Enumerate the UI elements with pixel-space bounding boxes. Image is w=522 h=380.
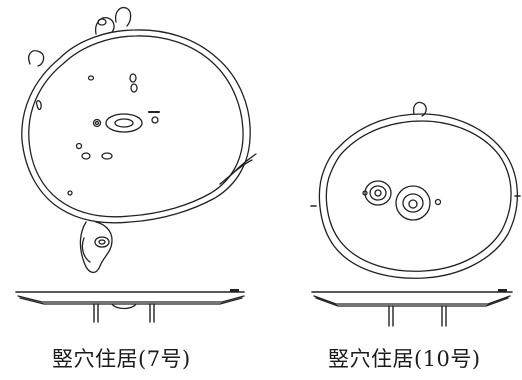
pit-7-south-pit [95,237,109,247]
pit-10-outer-wall [319,114,517,278]
pit-7-inner-wall [29,36,243,217]
pit-10-west-pit-inner [375,190,381,196]
pit-7-section-floor [18,296,244,302]
pit-7-section-marker [230,289,239,292]
pit-7-outer-wall [22,30,250,223]
pit-10-hearth-outer [396,186,430,220]
pit-10-plan [311,102,520,278]
pit-7-post-hole [82,153,90,159]
pit-7-post-hole [96,122,99,125]
pit-10-caption: 竪穴住居(10号) [328,347,481,371]
pit-10-post-hole [363,191,367,195]
pit-7-north-pit [116,8,131,26]
pit-7-section-floor-2 [20,298,242,304]
pit-7-west-pit [37,101,42,110]
pit-7-post-hole [68,191,72,195]
pit-7-section [16,289,244,322]
pit-7-hearth-outer [106,114,142,132]
pit-10-west-pit-middle [370,186,386,200]
pit-7-hearth-section [112,304,136,309]
pit-10-section-marker [498,289,507,292]
pit-7-post-hole [152,117,158,123]
pit-7-hearth-inner [115,119,133,127]
pit-10-inner-wall [326,121,511,271]
pit-7-northwest-lobe [29,51,44,66]
pit-10-section [312,289,512,326]
pit-7-plan [22,8,256,273]
pit-10-section-floor [314,296,510,304]
pit-10-post-hole [436,200,441,205]
pit-7-south-pit-inner [99,240,105,244]
pit-10-section-floor-2 [316,298,508,306]
pit-10-west-pit-outer [365,181,391,205]
pit-7-post-hole [94,120,101,127]
pit-7-east-trail-2 [220,160,252,184]
pit-7-south-annex [80,222,112,272]
pit-10-hearth-inner [409,200,417,208]
pit-7-north-extension [96,18,114,34]
pit-7-post-hole [130,74,136,82]
pit-7-post-hole [102,153,112,159]
pit-10-hearth-middle [403,194,423,212]
pit-7-post-hole [77,144,82,149]
pit-10-north-pit [414,102,427,116]
pit-7-caption: 竪穴住居(7号) [52,347,191,371]
pit-7-north-small [98,19,106,25]
pit-7-post-hole [89,76,94,80]
pit-7-south-annex-inner [82,238,90,262]
pit-7-post-hole [131,84,137,92]
